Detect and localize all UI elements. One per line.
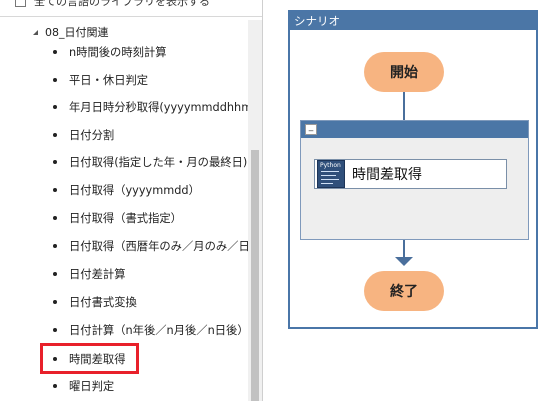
icon-line: [321, 175, 336, 176]
show-all-languages-option[interactable]: 全ての言語のライブラリを表示する: [0, 0, 210, 9]
bullet-icon: [53, 50, 57, 54]
panel-divider: [0, 16, 262, 17]
connector-line: [403, 240, 405, 258]
icon-line: [321, 183, 333, 184]
show-all-languages-label: 全ての言語のライブラリを表示する: [34, 0, 210, 8]
bullet-icon: [53, 300, 57, 304]
tree-item-label: 平日・休日判定: [69, 74, 149, 87]
bullet-icon: [53, 133, 57, 137]
group-block-header: _: [301, 121, 528, 138]
tree-item-label: 曜日判定: [69, 380, 115, 393]
scrollbar-thumb[interactable]: [251, 150, 259, 401]
tree-item[interactable]: 日付分割: [53, 127, 248, 143]
tree-item-label: 日付分割: [69, 129, 115, 142]
end-node[interactable]: 終了: [364, 271, 444, 311]
python-icon: Python: [317, 160, 345, 188]
bullet-icon: [53, 272, 57, 276]
bullet-icon: [53, 188, 57, 192]
tree-item-label: 日付書式変換: [69, 296, 137, 309]
tree-item[interactable]: 平日・休日判定: [53, 72, 248, 88]
collapse-button[interactable]: _: [305, 123, 317, 135]
tree-item[interactable]: 日付取得(指定した年・月の最終日): [53, 154, 248, 170]
tree-item-label: 日付差計算: [69, 268, 126, 281]
action-label: 時間差取得: [352, 167, 422, 183]
tree-item[interactable]: 日付取得（西暦年のみ／月のみ／日のみ）: [53, 238, 248, 254]
bullet-icon: [53, 244, 57, 248]
tree-item-label: 時間差取得: [69, 352, 126, 366]
icon-line: [321, 171, 339, 172]
library-panel: 全ての言語のライブラリを表示する 08_日付関連 n時間後の時刻計算 平日・休日…: [0, 0, 262, 401]
bullet-icon: [53, 356, 57, 361]
tree-item[interactable]: 日付計算（n年後／n月後／n日後）: [53, 322, 248, 338]
scenario-panel: シナリオ 開始 _ Python 時間差取得 終了: [288, 10, 538, 329]
expand-triangle-icon[interactable]: [33, 29, 38, 35]
tree-item[interactable]: 日付取得（書式指定）: [53, 210, 248, 226]
connector-line: [403, 92, 405, 120]
tree-group-label: 08_日付関連: [45, 26, 109, 39]
scenario-title: シナリオ: [290, 12, 536, 30]
tree-group-date[interactable]: 08_日付関連: [33, 24, 109, 40]
tree-item[interactable]: 曜日判定: [53, 378, 248, 394]
bullet-icon: [53, 78, 57, 82]
tree-item-label: 日付取得（西暦年のみ／月のみ／日のみ）: [69, 240, 248, 253]
tree-item-label: 年月日時分秒取得(yyyymmddhhmmss): [69, 101, 248, 114]
tree-item-label: 日付計算（n年後／n月後／n日後）: [69, 324, 248, 337]
start-node[interactable]: 開始: [364, 52, 444, 92]
icon-line: [321, 179, 339, 180]
group-block[interactable]: _ Python 時間差取得: [300, 120, 529, 240]
tree-item[interactable]: 年月日時分秒取得(yyyymmddhhmmss): [53, 99, 248, 115]
panel-separator[interactable]: [262, 0, 263, 401]
tree-item[interactable]: 日付差計算: [53, 266, 248, 282]
tree-item[interactable]: 日付取得（yyyymmdd）: [53, 182, 248, 198]
panel-gap: [263, 0, 288, 401]
tree-item[interactable]: n時間後の時刻計算: [53, 44, 248, 60]
action-node-time-diff[interactable]: Python 時間差取得: [314, 159, 507, 189]
bullet-icon: [53, 216, 57, 220]
tree-item-label: n時間後の時刻計算: [69, 46, 167, 59]
bullet-icon: [53, 105, 57, 109]
bullet-icon: [53, 160, 57, 164]
tree-item-label: 日付取得(指定した年・月の最終日): [69, 156, 248, 169]
show-all-languages-checkbox[interactable]: [15, 0, 26, 7]
library-tree: 08_日付関連 n時間後の時刻計算 平日・休日判定 年月日時分秒取得(yyyym…: [0, 20, 248, 401]
bullet-icon: [53, 328, 57, 332]
arrow-down-icon: [395, 257, 413, 266]
bullet-icon: [53, 384, 57, 388]
tree-item-label: 日付取得（yyyymmdd）: [69, 184, 200, 197]
tree-item-highlighted[interactable]: 時間差取得: [40, 343, 139, 374]
tree-item[interactable]: 日付書式変換: [53, 294, 248, 310]
tree-item-label: 日付取得（書式指定）: [69, 212, 182, 225]
vertical-scrollbar[interactable]: [248, 20, 262, 401]
